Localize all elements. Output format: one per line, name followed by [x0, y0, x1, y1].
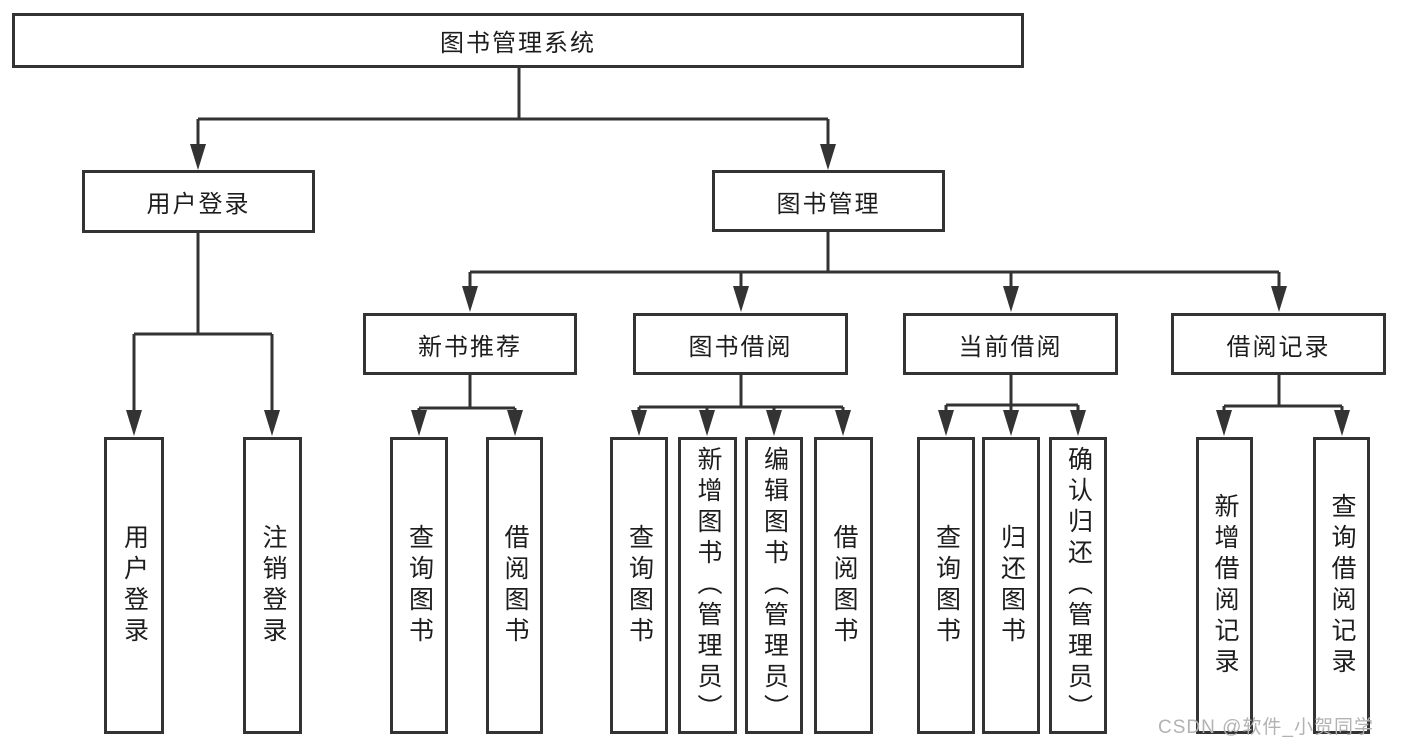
node-root-label: 图书管理系统 [440, 30, 596, 57]
node-root: 图书管理系统 [12, 13, 1024, 68]
node-bb-borrow-book: 借阅图书 [814, 437, 873, 734]
node-login-group-label: 用户登录 [146, 191, 251, 218]
connector-paths [132, 68, 1344, 411]
node-br-add-record: 新增借阅记录 [1196, 437, 1253, 734]
node-borrow-record: 借阅记录 [1171, 313, 1386, 375]
node-new-book-rec: 新书推荐 [363, 313, 577, 375]
node-bb-query-book: 查询图书 [610, 437, 668, 734]
node-bb-edit-book: 编辑图书（管理员） [745, 437, 803, 734]
node-br-add-record-label: 新增借阅记录 [1211, 492, 1239, 679]
node-nb-borrow-book-label: 借阅图书 [501, 523, 529, 648]
node-bb-borrow-book-label: 借阅图书 [830, 523, 858, 648]
node-bb-query-book-label: 查询图书 [625, 523, 654, 648]
node-bb-add-book-label: 新增图书（管理员） [694, 446, 722, 725]
node-cb-confirm-return: 确认归还（管理员） [1049, 437, 1107, 734]
node-bb-edit-book-label: 编辑图书（管理员） [760, 446, 789, 725]
node-cb-return-book-label: 归还图书 [997, 523, 1026, 648]
node-bb-add-book: 新增图书（管理员） [678, 437, 737, 734]
node-br-query-record-label: 查询借阅记录 [1328, 492, 1356, 679]
node-logout-login: 注销登录 [243, 437, 302, 734]
node-cb-query-book-label: 查询图书 [932, 523, 961, 648]
node-nb-query-book: 查询图书 [390, 437, 448, 734]
node-new-book-rec-label: 新书推荐 [418, 333, 522, 361]
node-book-mgmt: 图书管理 [712, 170, 945, 232]
node-login-group: 用户登录 [82, 170, 315, 233]
node-current-borrow-label: 当前借阅 [958, 333, 1063, 361]
node-book-mgmt-label: 图书管理 [776, 190, 881, 218]
node-user-login: 用户登录 [104, 437, 164, 734]
node-br-query-record: 查询借阅记录 [1313, 437, 1370, 734]
node-logout-login-label: 注销登录 [259, 523, 287, 648]
node-nb-query-book-label: 查询图书 [405, 523, 434, 648]
node-cb-query-book: 查询图书 [917, 437, 975, 734]
node-current-borrow: 当前借阅 [903, 313, 1118, 375]
node-cb-return-book: 归还图书 [982, 437, 1040, 734]
node-cb-confirm-return-label: 确认归还（管理员） [1064, 446, 1093, 725]
arrowhead-icons [126, 144, 1350, 436]
node-nb-borrow-book: 借阅图书 [486, 437, 543, 734]
node-user-login-label: 用户登录 [120, 523, 149, 648]
csdn-watermark: CSDN @软件_小贺同学 [1158, 717, 1374, 738]
node-borrow-record-label: 借阅记录 [1226, 333, 1331, 361]
node-book-borrow: 图书借阅 [633, 313, 848, 375]
node-book-borrow-label: 图书借阅 [688, 333, 793, 361]
